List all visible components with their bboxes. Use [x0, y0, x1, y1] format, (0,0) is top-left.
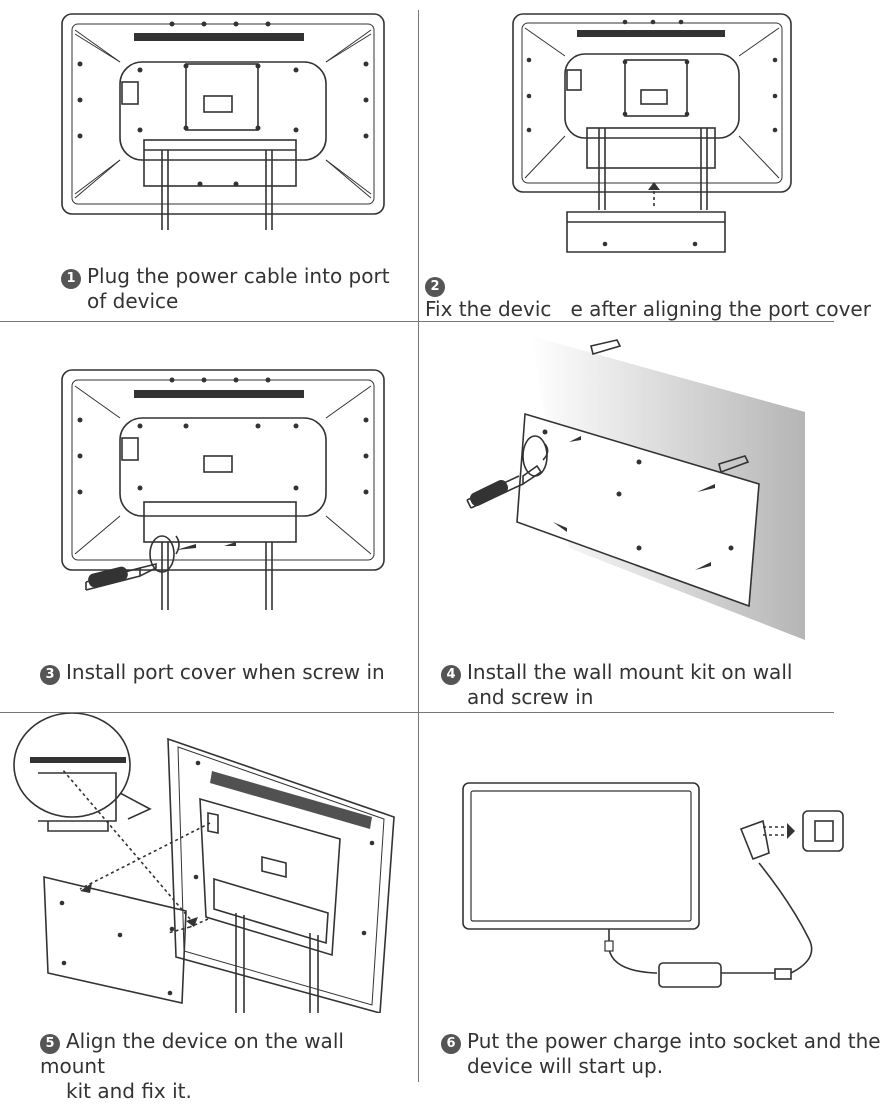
- step-2-illustration: [512, 13, 792, 253]
- step-6-text-line2: device will start up.: [467, 1054, 664, 1078]
- step-6-panel: 6 Put the power charge into socket and th…: [419, 713, 884, 1082]
- step-6-illustration: [462, 782, 844, 988]
- step-5-text-line1: Align the device on the wall mount: [40, 1029, 344, 1078]
- step-4-illustration: [466, 336, 805, 640]
- step-1-panel: 1 Plug the power cable into port of devic…: [0, 0, 418, 321]
- step-4-panel: 4 Install the wall mount kit on wall and …: [419, 322, 884, 712]
- step-5-text-line2: kit and fix it.: [66, 1079, 192, 1103]
- step-5-number-badge: 5: [40, 1034, 60, 1054]
- step-4-text-line2: and screw in: [467, 685, 594, 709]
- step-4-caption: 4 Install the wall mount kit on wall and …: [441, 660, 861, 710]
- step-3-illustration: [61, 369, 385, 610]
- step-1-number-badge: 1: [61, 269, 81, 289]
- step-3-number-badge: 3: [40, 665, 60, 685]
- step-1-caption: 1 Plug the power cable into port of devic…: [61, 264, 401, 314]
- step-3-panel: 3 Install port cover when screw in: [0, 322, 418, 712]
- row-divider-1: [0, 321, 834, 322]
- step-3-text-line1: Install port cover when screw in: [66, 660, 385, 684]
- step-6-caption: 6 Put the power charge into socket and th…: [441, 1029, 881, 1079]
- step-2-text-line1: Fix the devic e after aligning the port …: [425, 297, 871, 321]
- step-4-number-badge: 4: [441, 665, 461, 685]
- step-2-caption: 2Fix the devic e after aligning the port…: [425, 272, 880, 322]
- step-2-number-badge: 2: [425, 277, 445, 297]
- step-4-text-line1: Install the wall mount kit on wall: [467, 660, 793, 684]
- step-1-text-line2: of device: [87, 289, 179, 313]
- step-5-illustration: [13, 713, 395, 1013]
- row-divider-2: [0, 712, 834, 713]
- column-divider: [418, 10, 419, 1082]
- step-1-text-line1: Plug the power cable into port: [87, 264, 390, 288]
- step-2-panel: 2Fix the devic e after aligning the port…: [419, 0, 884, 321]
- step-6-text-line1: Put the power charge into socket and the: [467, 1029, 881, 1053]
- step-6-number-badge: 6: [441, 1034, 461, 1054]
- step-1-illustration: [61, 13, 385, 230]
- step-3-caption: 3 Install port cover when screw in: [40, 660, 400, 685]
